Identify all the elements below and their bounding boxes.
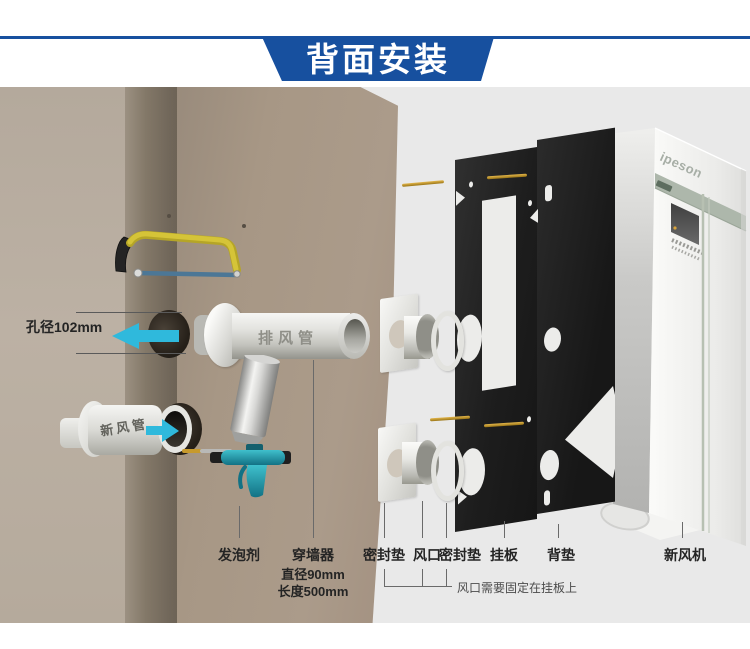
hacksaw-blade: [137, 270, 238, 278]
leader-unit: [682, 522, 683, 538]
foam-gun-barrel: [221, 450, 285, 465]
back-pad-hole: [540, 448, 559, 482]
unit-model-badge: [655, 180, 673, 192]
fresh-air-unit: ipeson: [600, 127, 747, 546]
hacksaw-nut: [233, 270, 241, 278]
hanging-plate: [455, 147, 537, 532]
foam-gun-trigger: [238, 465, 247, 489]
part-label-vent: 风口: [413, 547, 441, 563]
bracket-line: [422, 569, 423, 587]
sealing-ring-upper: [431, 311, 464, 371]
foam-gun-rod: [200, 449, 232, 453]
arrow-left-icon: [112, 323, 179, 349]
part-label-gasket1: 密封垫: [363, 547, 405, 563]
bracket-line: [384, 569, 385, 587]
leader-backpad: [558, 524, 559, 538]
arrow-right-icon: [146, 419, 179, 442]
hanging-plate-screw-hole: [528, 199, 532, 207]
wall-left-face: [0, 87, 125, 623]
unit-band-edge: [654, 187, 747, 232]
sleeve-spec-diameter: 直径90mm: [281, 567, 345, 582]
bracket-horizontal: [384, 586, 452, 587]
part-label-unit: 新风机: [664, 547, 706, 563]
foam-gun-nozzle: [210, 452, 225, 463]
unit-top-edge: [654, 127, 747, 172]
leader-gasket1: [384, 503, 385, 538]
bracket-line: [446, 569, 447, 587]
foam-gun: [210, 355, 291, 498]
measure-line-top: [76, 312, 182, 313]
part-label-backpad: 背垫: [547, 547, 575, 563]
unit-label-row: [671, 245, 700, 261]
installation-diagram: 孔径102mm 新风管 排风管: [0, 87, 750, 623]
part-label-gasket2: 密封垫: [439, 547, 481, 563]
foam-gun-grip: [246, 465, 267, 498]
hacksaw-pin: [133, 268, 143, 278]
measure-line-bottom: [76, 353, 186, 354]
hacksaw-icon: [115, 230, 241, 278]
hanging-plate-screw-hole: [469, 181, 473, 188]
exhaust-pipe-label: 排风管: [258, 330, 319, 347]
back-pad-slot: [545, 184, 552, 202]
leader-foam: [239, 506, 240, 538]
unit-indicator-light: [673, 226, 677, 230]
back-pad-hole: [544, 326, 561, 353]
leader-sleeve: [313, 360, 314, 538]
hacksaw-frame: [127, 231, 239, 272]
sealing-ring-lower: [431, 441, 464, 501]
hanging-plate-tab: [456, 189, 465, 205]
back-pad-diamond-cutout: [565, 386, 615, 486]
back-pad: [537, 127, 615, 515]
hanging-plate-tab: [530, 209, 538, 224]
section-banner: 背面安装: [262, 37, 494, 81]
leader-plate: [504, 521, 505, 538]
wall-screw-dot: [242, 224, 246, 228]
screw: [401, 180, 445, 187]
hanging-plate-screw-hole: [527, 415, 531, 423]
leader-vent: [422, 501, 423, 538]
unit-green-band: [655, 173, 746, 231]
part-label-plate: 挂板: [490, 547, 518, 563]
foam-canister: [230, 355, 280, 446]
vent-fixing-note: 风口需要固定在挂板上: [457, 581, 578, 595]
unit-right-edge: [741, 169, 746, 546]
back-pad-slot: [544, 489, 550, 506]
unit-display: [671, 203, 699, 245]
exhaust-pipe-opening: [344, 319, 366, 353]
exhaust-pipe-tube: [232, 313, 350, 359]
hanging-plate-center-cutout: [482, 195, 516, 391]
wall-screw-dot: [167, 214, 171, 218]
hole-diameter-label: 孔径102mm: [26, 319, 103, 335]
sleeve-spec-length: 长度500mm: [277, 584, 349, 599]
foam-gun-tip: [182, 449, 202, 453]
leader-gasket2: [446, 503, 447, 538]
section-title: 背面安装: [306, 40, 450, 78]
part-label-foam: 发泡剂: [218, 547, 260, 563]
part-label-sleeve: 穿墙器: [292, 547, 334, 563]
